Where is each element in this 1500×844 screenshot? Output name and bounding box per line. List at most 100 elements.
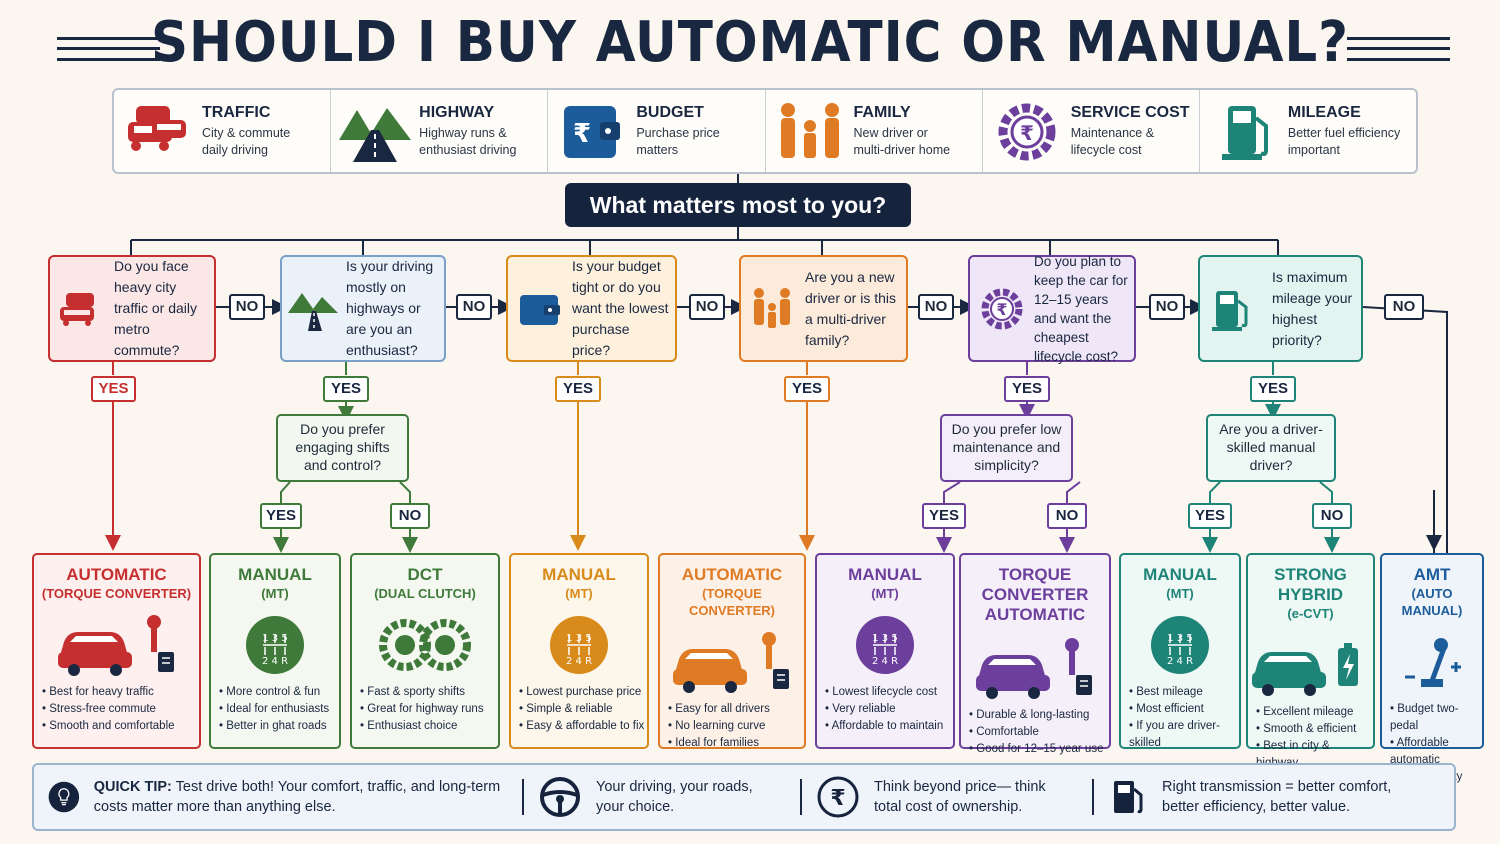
svg-text:₹: ₹ [573,119,591,149]
tip-segment-driving: Your driving, your roads, your choice. [524,777,802,817]
title-decoration-right [1347,37,1450,61]
result-card-automatic: AUTOMATIC (TORQUE CONVERTER) Best for heav… [32,553,201,749]
factor-title: SERVICE COST [1070,103,1190,121]
result-card-dct: DCT(DUAL CLUTCH)Fast & sporty shiftsGrea… [350,553,500,749]
question-budget: Is your budget tight or do you want the … [506,255,677,362]
yes-label: YES [922,503,966,529]
tip-segment-value: Right transmission = better comfort, bet… [1094,779,1422,815]
result-subtitle: (MT) [1166,586,1194,601]
svg-text:2 4 R: 2 4 R [872,656,898,667]
hybrid-car-battery-icon [1252,643,1358,696]
yes-label: YES [1004,376,1050,402]
result-bullet: Budget two-pedal [1390,701,1482,735]
result-bullet: Fast & sporty shifts [360,684,498,701]
no-label: NO [689,294,725,320]
traffic-cars-icon [128,106,186,151]
result-card-amt: AMT(AUTO MANUAL)Budget two-pedalAffordab… [1380,553,1484,800]
tip-label: QUICK TIP: [93,779,172,795]
result-card-strong-hybrid: STRONG HYBRID(e-CVT)Excellent mileageSmo… [1246,553,1375,769]
result-subtitle: (MT) [261,586,289,601]
result-subtitle: AUTOMATIC [984,605,1086,624]
steering-wheel-icon [540,777,580,817]
factor-title: MILEAGE [1287,103,1361,121]
yes-label: YES [323,376,369,402]
result-bullets: Best for heavy trafficStress-free commut… [34,684,199,735]
svg-text:₹: ₹ [1020,121,1034,145]
result-bullet: More control & fun [219,684,339,701]
yes-label: YES [555,376,601,402]
dual-clutch-icon [379,619,471,671]
factor-desc: Highway runs &enthusiast driving [419,125,517,157]
tip-text-price: Think beyond price— think total cost of … [874,779,1046,815]
gear-pattern-icon: 1 3 52 4 R [1151,616,1209,674]
factor-highway: HIGHWAY Highway runs &enthusiast driving [331,90,549,172]
title-decoration-left [57,37,160,61]
result-subtitle: (AUTO MANUAL) [1401,586,1463,618]
result-card-manual: MANUAL(MT)1 3 52 4 RLowest purchase pric… [509,553,649,749]
result-title: MANUAL [848,565,922,584]
rupee-wallet-icon: ₹ [564,106,621,158]
result-subtitle: (TORQUE CONVERTER) [41,586,192,601]
gear-pattern-icon: 1 3 52 4 R [550,616,608,674]
result-bullets: Fast & sporty shiftsGreat for highway ru… [352,684,498,735]
result-bullet: Affordable to maintain [825,718,953,735]
result-bullet: Better in ghat roads [219,718,339,735]
central-question: What matters most to you? [565,183,911,227]
result-card-automatic: AUTOMATIC (TORQUE CONVERTER) Easy for all … [658,553,806,749]
result-bullet: Enthusiast choice [360,718,498,735]
question-text: Is your budget tight or do you want the … [572,258,669,358]
result-bullet: Ideal for enthusiasts [219,701,339,718]
result-title: AUTOMATIC [681,565,783,584]
car-auto-shifter-icon [673,632,789,693]
result-bullet: Easy & affordable to fix [519,718,647,735]
result-bullet: Smooth and comfortable [42,718,199,735]
factor-title: HIGHWAY [419,103,495,121]
rupee-wallet-icon [520,294,560,325]
result-bullet: Easy for all drivers [668,701,804,718]
result-bullet: Simple & reliable [519,701,647,718]
question-highway: Is your driving mostly on highways or ar… [280,255,446,362]
result-bullets: Best mileageMost efficientIf you are dri… [1121,684,1239,752]
yes-label: YES [91,376,136,402]
svg-text:₹: ₹ [830,786,845,811]
result-title: MANUAL [542,565,616,584]
result-card-manual: MANUAL(MT)1 3 52 4 RLowest lifecycle cos… [815,553,955,749]
tip-text-value: Right transmission = better comfort, bet… [1162,779,1392,815]
yes-label: YES [1250,376,1296,402]
amt-shifter-icon [1405,638,1461,687]
rupee-coin-icon: ₹ [817,776,859,818]
gear-pattern-icon: 1 3 52 4 R [246,616,304,674]
traffic-cars-icon [60,292,94,326]
result-subtitle: (DUAL CLUTCH) [374,586,476,601]
subquestion-engaging-shifts: Do you prefer engaging shifts and contro… [276,414,409,482]
subquestion-low-maintenance: Do you prefer low maintenance and simpli… [940,414,1073,482]
rupee-gear-icon: ₹ [981,288,1023,329]
result-subtitle: (TORQUE CONVERTER) [689,586,775,618]
yes-label: YES [260,503,302,529]
result-title: AUTOMATIC [66,565,167,584]
fuel-pump-icon [1221,106,1268,160]
result-bullets: Lowest purchase priceSimple & reliableEa… [511,684,647,735]
result-bullet: Stress-free commute [42,701,199,718]
result-bullet: If you are driver-skilled [1129,718,1239,752]
tip-text-driving: Your driving, your roads, your choice. [596,779,753,815]
yes-label: YES [784,376,830,402]
quick-tip-bar: QUICK TIP: Test drive both! Your comfort… [32,763,1456,831]
tip-segment-quick: QUICK TIP: Test drive both! Your comfort… [34,779,524,815]
fuel-pump-icon [1212,290,1248,331]
result-title: STRONG HYBRID [1274,565,1347,604]
result-title: AMT [1413,565,1451,584]
result-card-manual: MANUAL(MT)1 3 52 4 RBest mileageMost eff… [1119,553,1241,749]
result-bullet: Most efficient [1129,701,1239,718]
no-label: NO [229,294,265,320]
no-label: NO [1047,503,1087,529]
question-service-cost: ₹ Do you plan to keep the car for 12–15 … [968,254,1136,364]
result-bullet: Lowest lifecycle cost [825,684,953,701]
highway-road-icon [339,108,412,162]
result-title: MANUAL [238,565,312,584]
